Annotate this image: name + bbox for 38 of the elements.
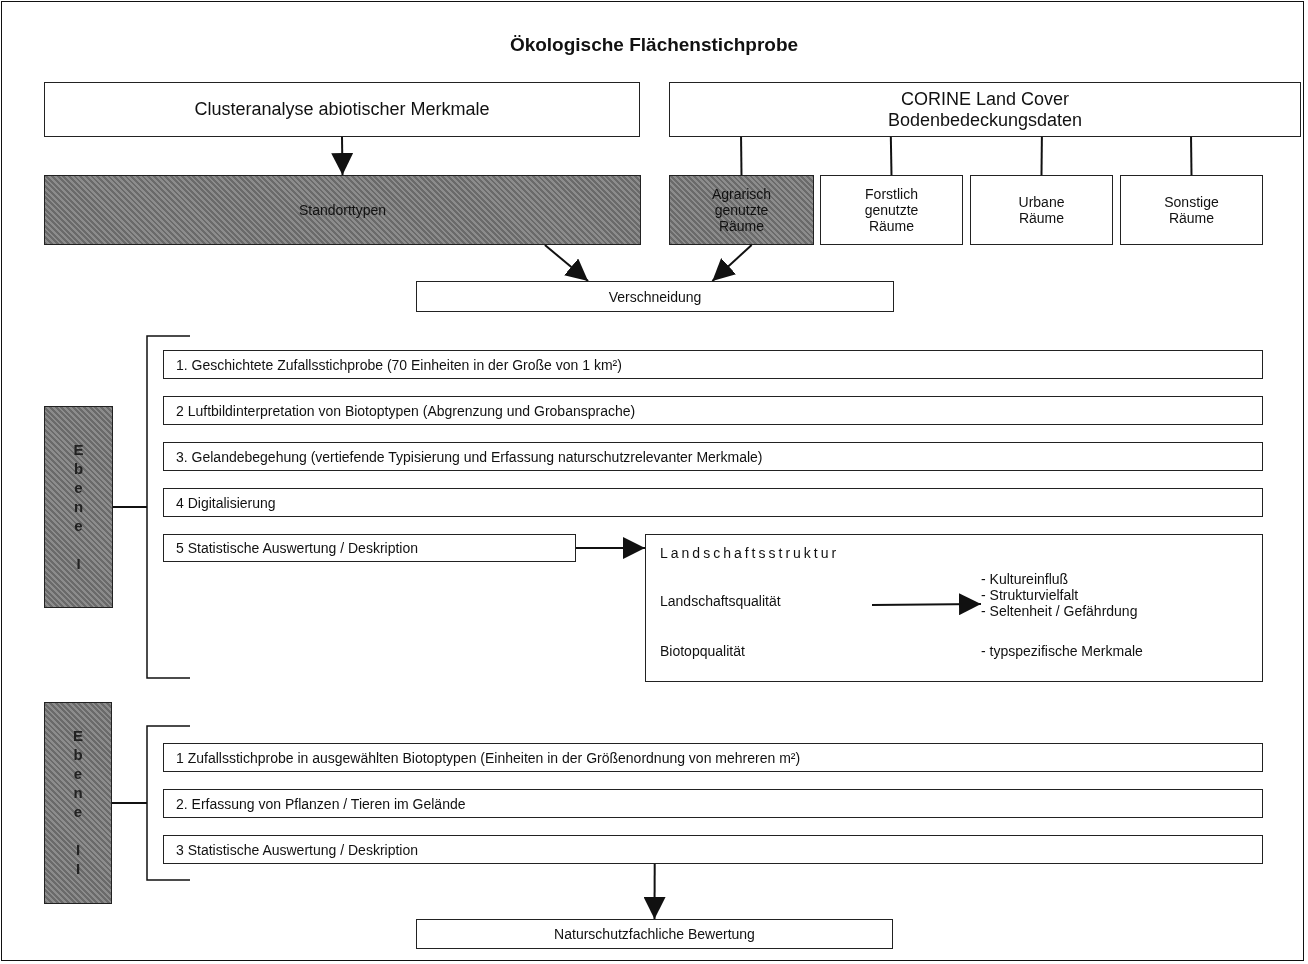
- shaded-box: Standorttypen: [44, 175, 641, 245]
- text-item: - Kultureinfluß - Strukturvielfalt - Seltenheit / Gefährdung: [981, 571, 1251, 637]
- step-box: 4 Digitalisierung: [163, 488, 1263, 517]
- level-box: Ebene I: [44, 406, 113, 608]
- process-box: Naturschutzfachliche Bewertung: [416, 919, 893, 949]
- connector-line: [112, 506, 148, 508]
- step-box: 3. Gelandebegehung (vertiefende Typisierung und Erfassung naturschutzrelevanter Merkmale): [163, 442, 1263, 471]
- shaded-box: Agrarisch genutzte Räume: [669, 175, 814, 245]
- diagram-title: Ökologische Flächenstichprobe: [508, 34, 800, 56]
- arrow: [575, 537, 646, 560]
- connector-line: [1190, 136, 1193, 176]
- process-box: Verschneidung: [416, 281, 894, 312]
- connector-line: [740, 136, 743, 176]
- arrow: [643, 863, 666, 920]
- connector-line: [1040, 136, 1043, 176]
- process-box: Sonstige Räume: [1120, 175, 1263, 245]
- text-item: Biotopqualität: [660, 643, 860, 667]
- step-box: 2 Luftbildinterpretation von Biotoptypen (Abgrenzung und Grobansprache): [163, 396, 1263, 425]
- text-item: Landschaftsqualität: [660, 593, 872, 617]
- process-box: CORINE Land Cover Bodenbedeckungsdaten: [669, 82, 1301, 137]
- step-box: 5 Statistische Auswertung / Deskription: [163, 534, 576, 562]
- step-box: 3 Statistische Auswertung / Deskription: [163, 835, 1263, 864]
- process-box: Forstlich genutzte Räume: [820, 175, 963, 245]
- process-box: Clusteranalyse abiotischer Merkmale: [44, 82, 640, 137]
- arrow: [871, 593, 982, 616]
- connector-line: [111, 802, 148, 804]
- step-box: 1. Geschichtete Zufallsstichprobe (70 Einheiten in der Große von 1 km²): [163, 350, 1263, 379]
- step-box: 2. Erfassung von Pflanzen / Tieren im Gelände: [163, 789, 1263, 818]
- process-box: Urbane Räume: [970, 175, 1113, 245]
- arrow: [711, 244, 753, 282]
- connector-line: [889, 136, 893, 176]
- level-box: Ebene II: [44, 702, 112, 904]
- box-heading: Landschaftsstruktur: [660, 545, 840, 561]
- text-item: - typspezifische Merkmale: [981, 643, 1251, 667]
- step-box: 1 Zufallsstichprobe in ausgewählten Biotoptypen (Einheiten in der Größenordnung von mehreren m²): [163, 743, 1263, 772]
- result-box: [645, 534, 1263, 682]
- arrow: [543, 244, 590, 282]
- arrow: [331, 136, 354, 176]
